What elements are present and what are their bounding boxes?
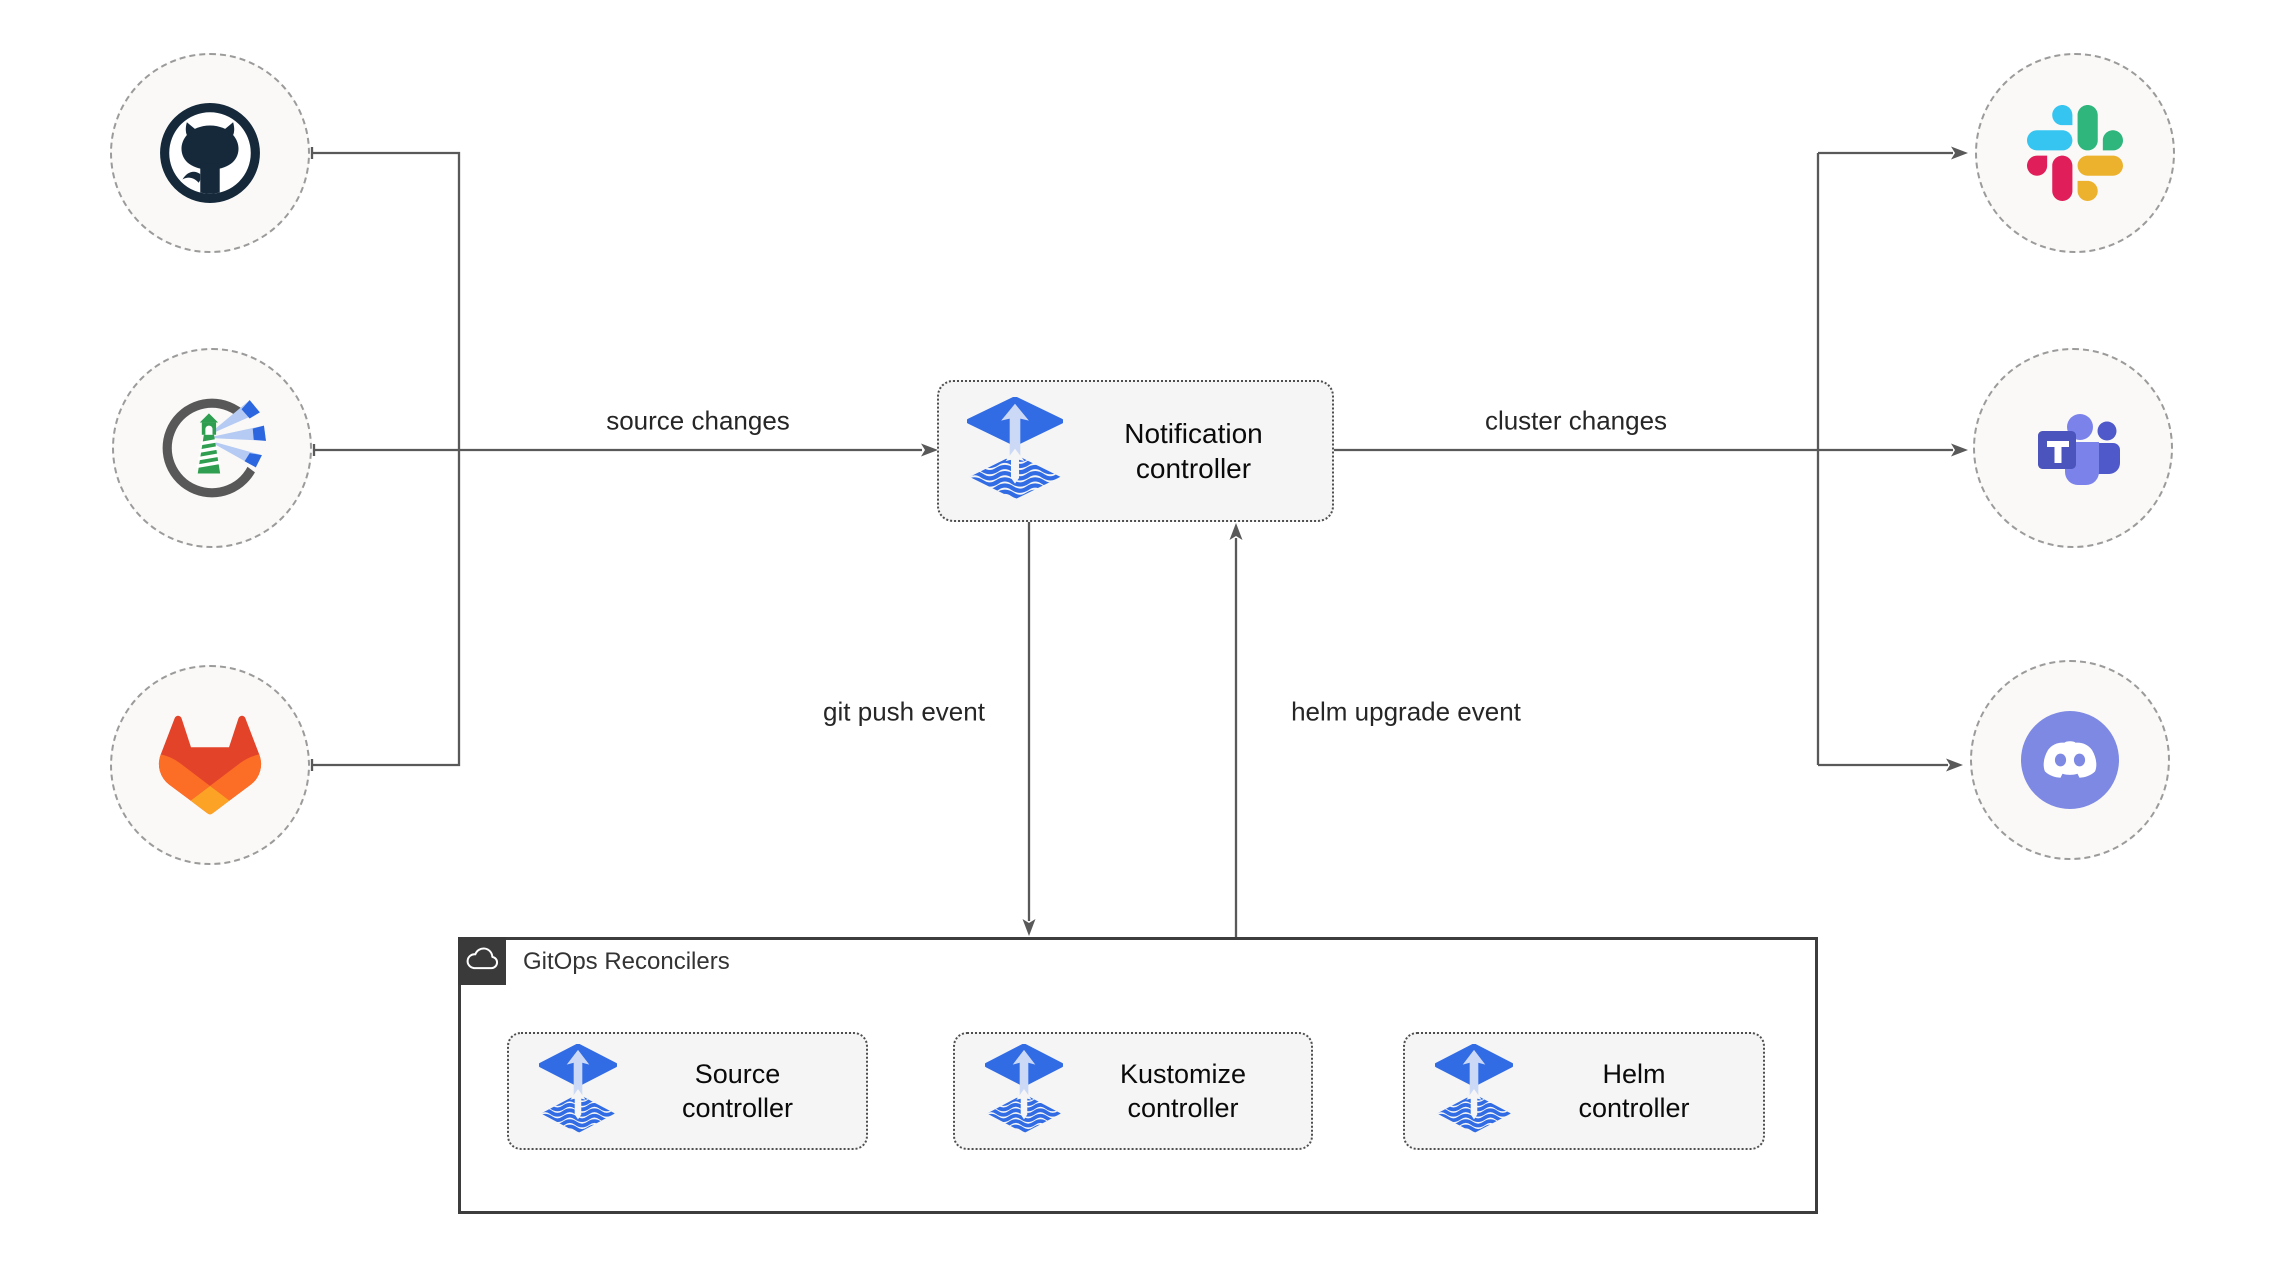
microsoft-teams-icon	[2038, 414, 2120, 485]
label-line2: controller	[1135, 453, 1252, 484]
group-header-square	[458, 937, 506, 985]
node-slack	[1975, 53, 2175, 253]
flux-icon	[1435, 1044, 1513, 1138]
slack-icon	[2027, 105, 2123, 201]
node-gitlab	[110, 665, 310, 865]
node-github	[110, 53, 310, 253]
helm-controller-label: Helm controller	[1513, 1057, 1763, 1125]
edge-label-cluster-changes: cluster changes	[1484, 405, 1668, 436]
notification-controller-box: Notification controller	[937, 380, 1334, 522]
discord-icon	[2021, 711, 2119, 809]
label-line1: Notification	[1124, 418, 1263, 449]
cloud-icon	[466, 947, 499, 970]
helm-controller-box: Helm controller	[1403, 1032, 1765, 1150]
source-controller-label: Source controller	[617, 1057, 866, 1125]
label-line1: Source	[694, 1059, 781, 1089]
flux-icon	[967, 397, 1063, 505]
github-icon	[160, 103, 260, 203]
label-line1: Helm	[1602, 1059, 1666, 1089]
group-title: GitOps Reconcilers	[523, 948, 730, 975]
edge-label-source-changes: source changes	[606, 405, 790, 436]
node-microsoft-teams	[1973, 348, 2173, 548]
label-line2: controller	[1578, 1093, 1690, 1123]
label-line2: controller	[681, 1093, 794, 1123]
label-line2: controller	[1127, 1093, 1239, 1123]
flux-icon	[539, 1044, 617, 1138]
kustomize-controller-box: Kustomize controller	[953, 1032, 1313, 1150]
harbor-icon	[162, 395, 268, 498]
notification-controller-label: Notification controller	[1063, 416, 1332, 486]
kustomize-controller-label: Kustomize controller	[1063, 1057, 1311, 1125]
edge-sources-trunk	[312, 151, 461, 767]
gitlab-icon	[158, 715, 262, 815]
edge-label-git-push-event: git push event	[823, 696, 985, 727]
label-line1: Kustomize	[1119, 1059, 1247, 1089]
flux-icon	[985, 1044, 1063, 1138]
node-harbor	[112, 348, 312, 548]
node-discord	[1970, 660, 2170, 860]
edge-label-helm-upgrade-event: helm upgrade event	[1291, 696, 1521, 727]
source-controller-box: Source controller	[507, 1032, 868, 1150]
